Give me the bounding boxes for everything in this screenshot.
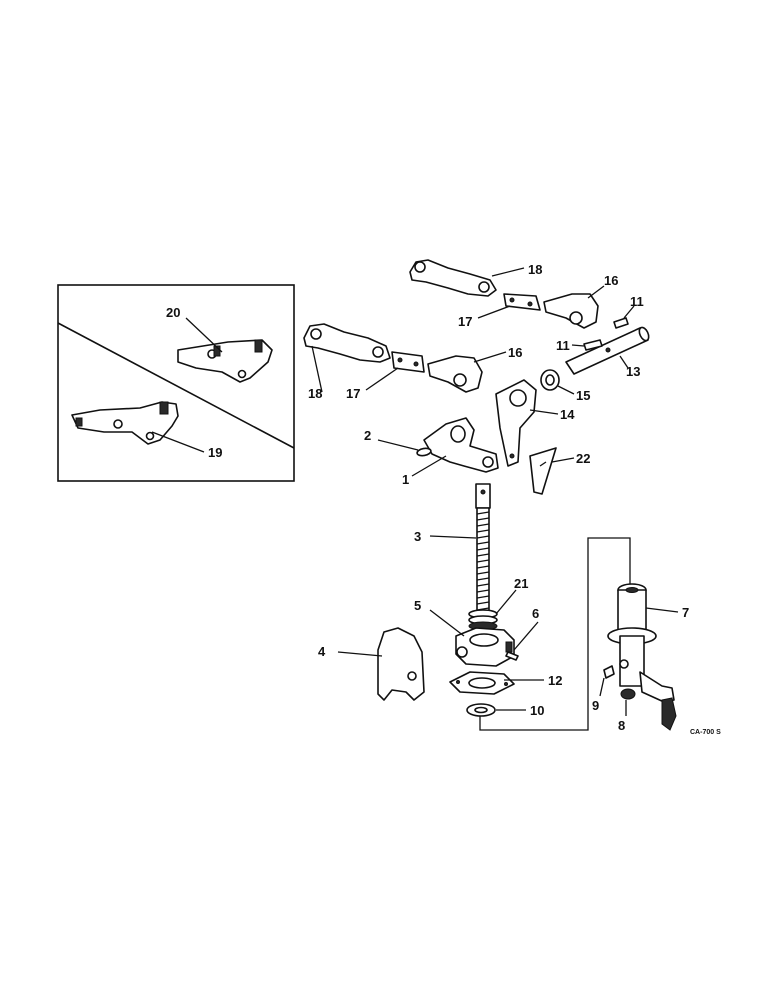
part-12-gasket	[449, 671, 515, 695]
part-11-upper-pin	[613, 317, 629, 329]
leader-4	[337, 651, 383, 657]
callout-1: 1	[402, 472, 409, 487]
callout-17b: 17	[346, 386, 360, 401]
inset-panel: 20 19	[57, 284, 295, 482]
inset-divider	[57, 322, 295, 449]
leader-17b	[365, 367, 399, 391]
part-18-lower-lever	[303, 323, 391, 363]
callout-2: 2	[364, 428, 371, 443]
leader-3	[429, 535, 477, 539]
leader-11a	[623, 305, 635, 319]
leader-15	[557, 385, 575, 395]
callout-15: 15	[576, 388, 590, 403]
leader-21	[495, 589, 517, 615]
assembly-bracket-line	[479, 537, 631, 731]
callout-14: 14	[560, 407, 575, 422]
leader-13	[619, 355, 629, 369]
callout-17a: 17	[458, 314, 472, 329]
part-7-crank-assembly	[607, 583, 677, 731]
part-5-housing	[455, 627, 515, 667]
callout-4: 4	[318, 644, 326, 659]
leader-2	[377, 439, 419, 451]
callout-9: 9	[592, 698, 599, 713]
callout-21: 21	[514, 576, 528, 591]
part-19-bracket	[71, 401, 179, 445]
part-11-lower-pin	[583, 339, 603, 351]
callout-7: 7	[682, 605, 689, 620]
callout-16b: 16	[508, 345, 522, 360]
part-17-lower-link-plate	[391, 351, 425, 373]
part-15-bushing	[540, 369, 560, 391]
callout-16a: 16	[604, 273, 618, 288]
leader-16b	[473, 351, 507, 363]
part-4-bracket	[377, 627, 425, 701]
callout-13: 13	[626, 364, 640, 379]
part-21-spring	[468, 609, 498, 631]
callout-6: 6	[532, 606, 539, 621]
callout-18b: 18	[308, 386, 322, 401]
leader-14	[529, 409, 559, 415]
callout-10: 10	[530, 703, 544, 718]
callout-8: 8	[618, 718, 625, 733]
leader-20	[185, 317, 223, 353]
leader-6	[513, 621, 539, 651]
callout-11a: 11	[630, 294, 644, 309]
callout-3: 3	[414, 529, 421, 544]
drawing-code: CA-700 S	[690, 729, 721, 736]
leader-5	[429, 609, 465, 637]
leader-18a	[491, 267, 525, 277]
part-3-threaded-rod	[475, 483, 491, 617]
part-16-upper-arm	[543, 293, 599, 329]
callout-20: 20	[166, 305, 180, 320]
part-2-key	[416, 447, 432, 457]
part-6-screw	[505, 651, 519, 661]
callout-11b: 11	[556, 338, 570, 353]
leader-11b	[571, 344, 585, 347]
part-17-upper-link-plate	[503, 293, 541, 311]
part-16-lower-arm	[427, 355, 483, 393]
part-8-cap	[620, 688, 636, 700]
part-9-fitting	[603, 665, 615, 679]
part-18-upper-lever	[409, 259, 497, 297]
part-1-clevis	[423, 417, 499, 473]
part-10-washer	[466, 703, 496, 717]
part-22-wedge	[529, 447, 557, 495]
leader-1	[411, 455, 447, 477]
leader-7	[645, 607, 679, 613]
leader-19	[151, 431, 205, 453]
leader-16a	[587, 285, 605, 299]
callout-5: 5	[414, 598, 421, 613]
part-20-bracket	[177, 339, 273, 383]
leader-18b	[311, 345, 323, 393]
part-14-bracket	[495, 379, 537, 467]
callout-18a: 18	[528, 262, 542, 277]
callout-22: 22	[576, 451, 590, 466]
part-13-shaft	[565, 326, 650, 375]
callout-12: 12	[548, 673, 562, 688]
leader-22	[551, 457, 575, 463]
leader-17a	[477, 305, 511, 319]
callout-19: 19	[208, 445, 222, 460]
leader-9	[599, 677, 605, 697]
inset-frame	[57, 284, 295, 482]
